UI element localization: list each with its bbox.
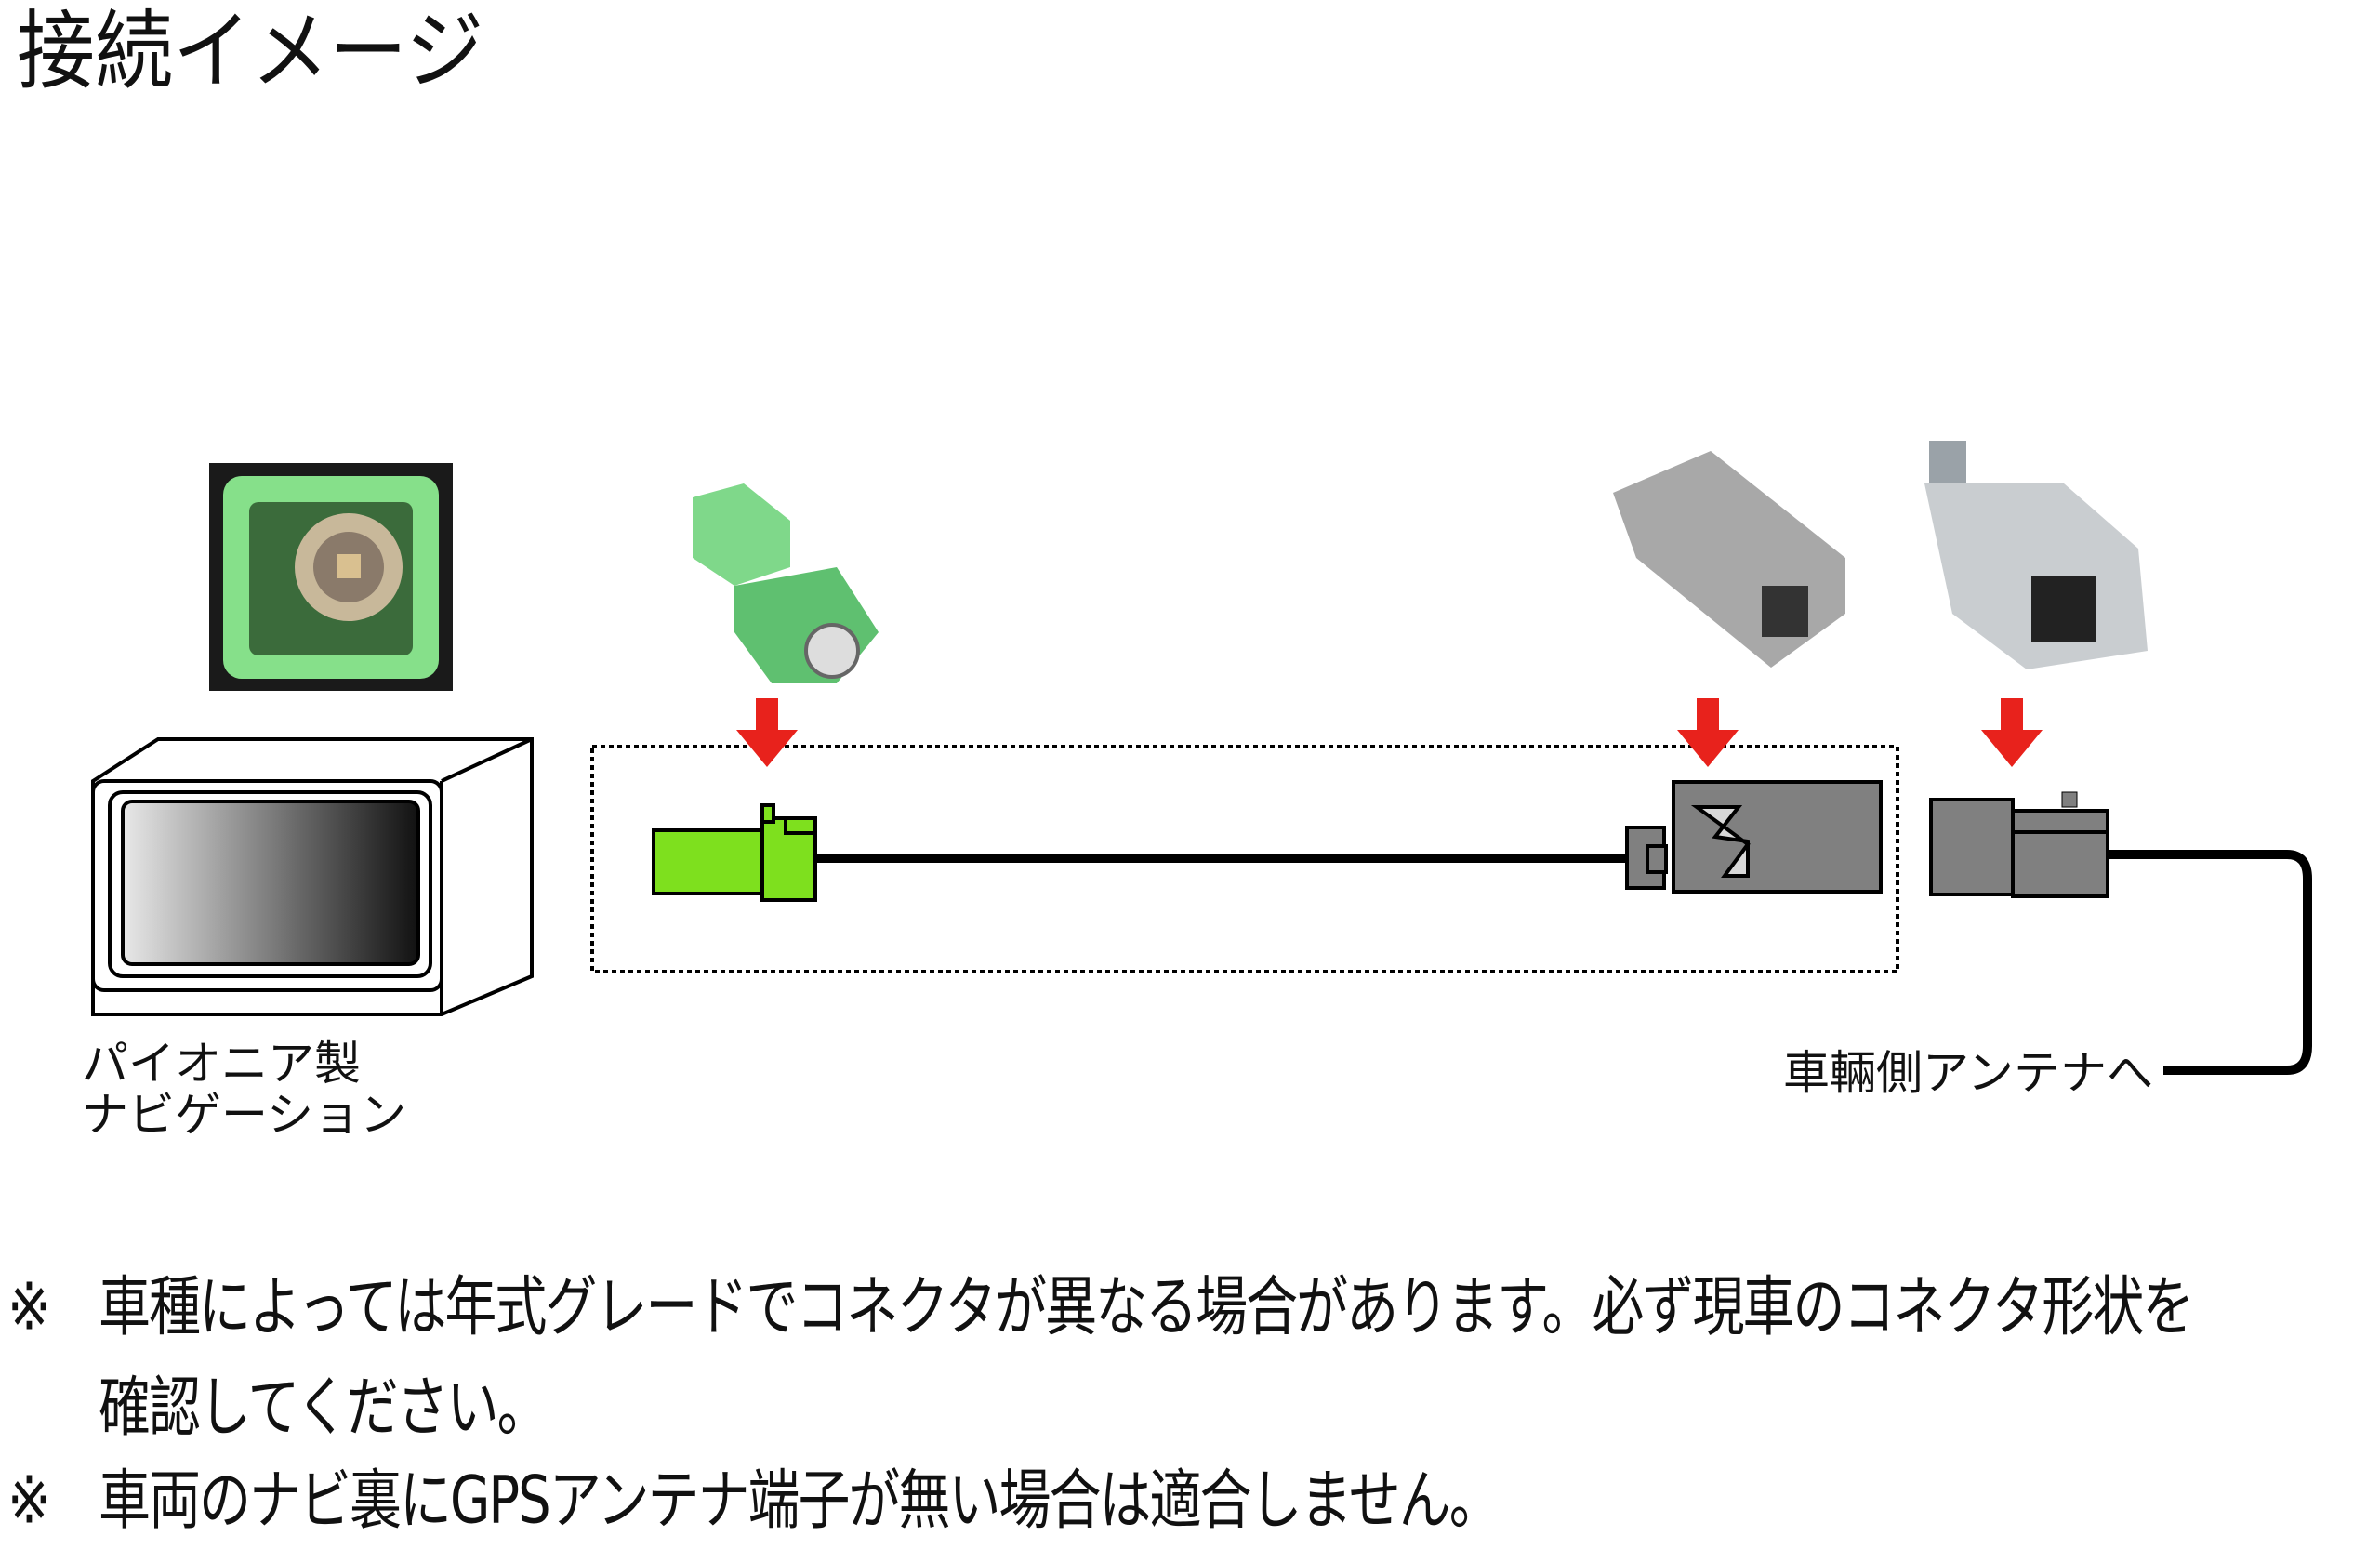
navi-connector-photo (209, 463, 453, 691)
gray-connector-illustration (1625, 780, 1883, 894)
arrow-down-icon (1677, 698, 1739, 767)
arrow-down-icon (736, 698, 798, 767)
green-connector-photo (693, 483, 879, 683)
antenna-connector-illustration (1929, 791, 2109, 898)
arrow-down-icon (1981, 698, 2043, 767)
note-1-line-2: 確認してください。 (99, 1370, 549, 1446)
antenna-cable (2108, 850, 2312, 1075)
antenna-label: 車輛側アンテナへ (1783, 1046, 2153, 1100)
navi-label-line1: パイオニア製 (82, 1037, 361, 1091)
gray-connector-photo-2 (1924, 441, 2148, 669)
note-1-line-1: 車種によっては年式グレードでコネクタが異なる場合があります。必ず現車のコネクタ形… (99, 1269, 2194, 1345)
green-connector-illustration (652, 803, 817, 902)
note-2-line-1: 車両のナビ裏にGPSアンテナ端子が無い場合は適合しません。 (99, 1463, 1501, 1539)
gray-connector-photo-1 (1613, 451, 1845, 668)
page-title: 接続イメージ (17, 1, 484, 101)
included-cable-box (590, 745, 1899, 973)
red-arrow-icons (736, 698, 2043, 767)
note-mark: ※ (7, 1463, 51, 1539)
note-mark: ※ (7, 1269, 51, 1345)
navi-label-line2: ナビゲーション (82, 1088, 406, 1142)
navi-unit-illustration (91, 737, 534, 1016)
